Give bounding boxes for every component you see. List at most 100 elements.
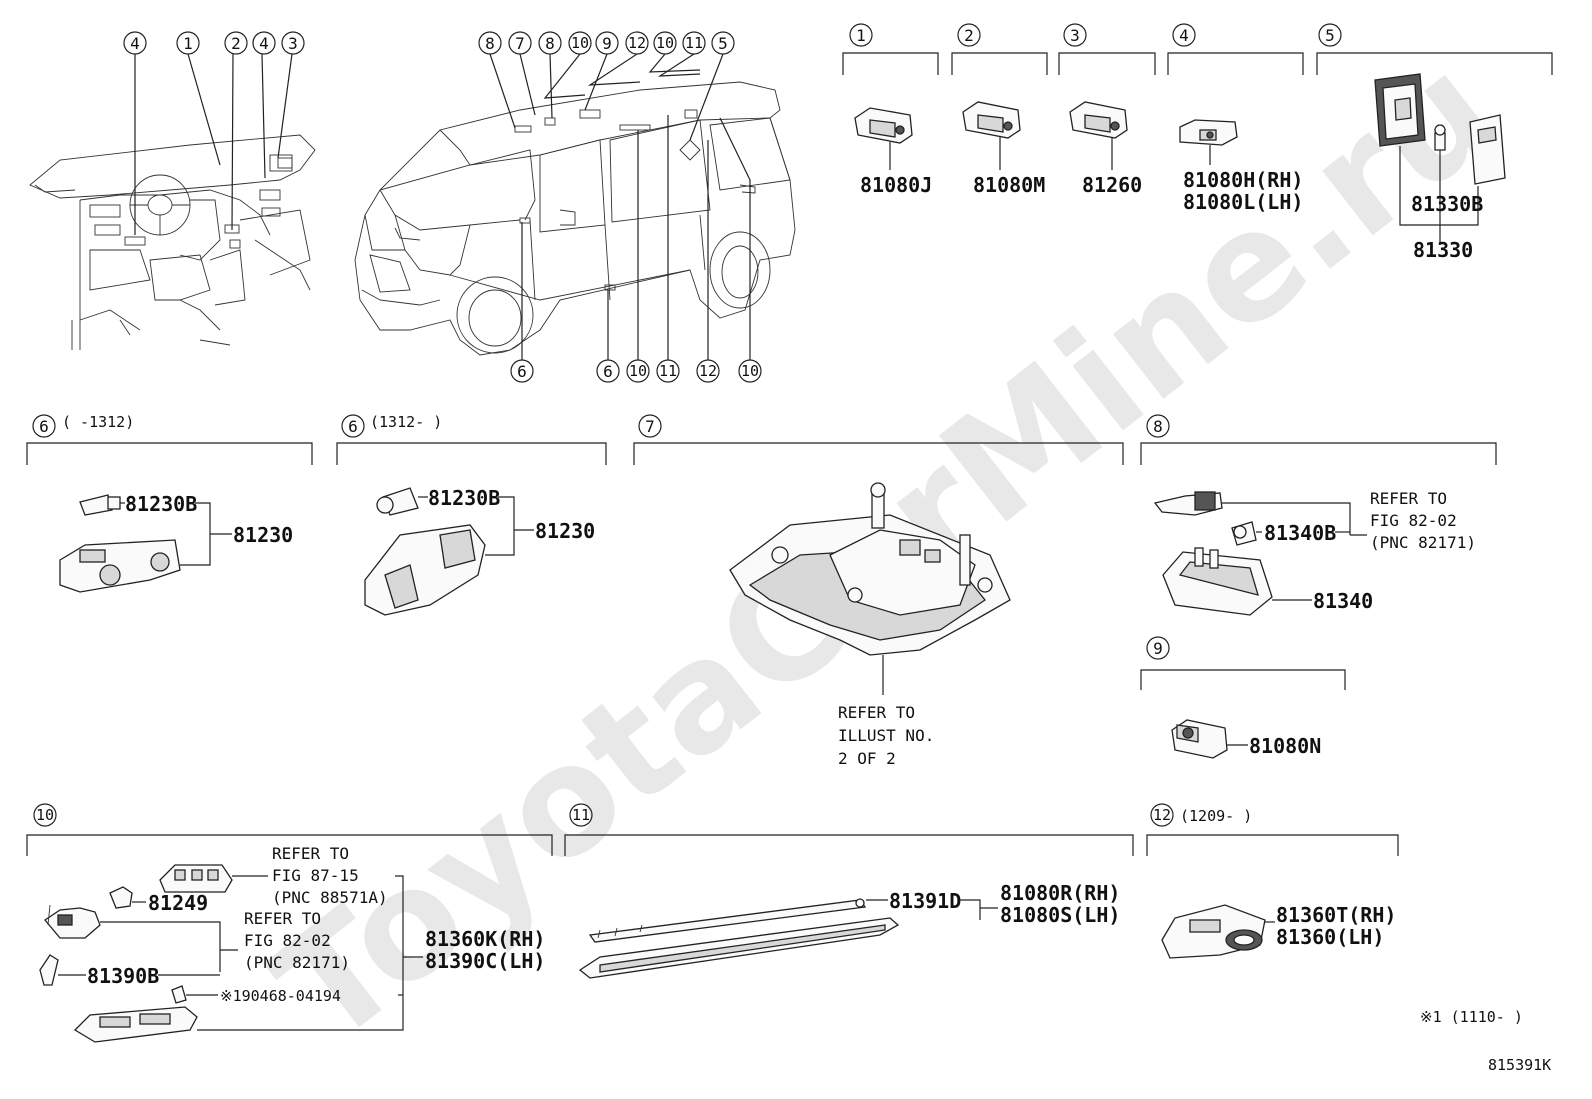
clip-81249-icon (109, 886, 133, 909)
svg-text:2 OF 2: 2 OF 2 (838, 749, 896, 768)
group-6a: 6 ( -1312) 81230B 81230 (26, 413, 313, 593)
svg-text:( -1312): ( -1312) (62, 413, 134, 431)
svg-text:81080L(LH): 81080L(LH) (1183, 190, 1303, 214)
callout-dash-3: 3 (281, 31, 305, 55)
callout-van-5: 5 (711, 31, 735, 55)
svg-text:10: 10 (629, 362, 647, 380)
svg-text:81330B: 81330B (1411, 192, 1483, 216)
svg-text:6: 6 (348, 417, 358, 436)
svg-text:REFER TO: REFER TO (244, 909, 321, 928)
svg-text:6: 6 (603, 362, 613, 381)
door-courtesy-lamp-81330-icon (1374, 73, 1506, 185)
svg-text:6: 6 (517, 362, 527, 381)
callout-van-10c: 10 (626, 359, 650, 383)
callout-dash-4a: 4 (123, 31, 147, 55)
svg-text:81230B: 81230B (428, 486, 500, 510)
callout-dash-4b: 4 (252, 31, 276, 55)
svg-text:10: 10 (656, 34, 674, 52)
svg-text:3: 3 (1070, 26, 1080, 45)
svg-text:REFER TO: REFER TO (272, 844, 349, 863)
interior-lamp-81230-icon (59, 539, 181, 593)
dashboard-leader-lines (134, 53, 293, 235)
svg-text:81080J: 81080J (860, 173, 932, 197)
svg-text:FIG 82-02: FIG 82-02 (244, 931, 331, 950)
svg-text:6: 6 (39, 417, 49, 436)
socket-harness-icon (44, 904, 101, 939)
svg-text:※190468-04194: ※190468-04194 (220, 987, 341, 1005)
group-3: 3 81260 (1058, 23, 1156, 197)
svg-text:12: 12 (699, 362, 717, 380)
callout-dash-1: 1 (176, 31, 200, 55)
callout-van-8b: 8 (538, 31, 562, 55)
svg-text:11: 11 (659, 362, 677, 380)
callout-van-11: 11 (682, 31, 706, 55)
svg-text:(PNC 82171): (PNC 82171) (1370, 533, 1476, 552)
svg-text:81249: 81249 (148, 891, 208, 915)
callout-van-11b: 11 (656, 359, 680, 383)
callout-van-6a: 6 (510, 359, 534, 383)
svg-text:81360(LH): 81360(LH) (1276, 925, 1384, 949)
van-leader-lines (489, 53, 751, 360)
svg-text:7: 7 (515, 34, 525, 53)
bulb-81230b-icon (79, 494, 121, 516)
svg-text:81260: 81260 (1082, 173, 1142, 197)
bulb-socket-81080j-icon (854, 107, 913, 144)
svg-text:5: 5 (718, 34, 728, 53)
svg-text:81360T(RH): 81360T(RH) (1276, 903, 1396, 927)
group-6b: 6 (1312- ) 81230B 81230 (336, 413, 607, 616)
overview-callouts: 4 1 2 4 3 8 7 8 10 9 12 10 11 5 6 6 10 1… (123, 31, 762, 383)
svg-text:FIG 82-02: FIG 82-02 (1370, 511, 1457, 530)
group-8: 8 REFER TO FIG 82-02 (PNC 82171) 81340B … (1140, 414, 1497, 616)
svg-text:81230: 81230 (233, 523, 293, 547)
group-11: 11 81391D 81080R(RH) 81080S(LH) (564, 803, 1134, 979)
svg-text:9: 9 (1153, 639, 1163, 658)
svg-text:81080S(LH): 81080S(LH) (1000, 903, 1120, 927)
footnote: ※1 (1110- ) (1420, 1008, 1523, 1026)
svg-text:81080M: 81080M (973, 173, 1045, 197)
group-4: 4 81080H(RH) 81080L(LH) (1167, 23, 1304, 214)
svg-text:1: 1 (856, 26, 866, 45)
svg-text:11: 11 (572, 806, 590, 824)
svg-text:81391D: 81391D (889, 889, 961, 913)
callout-van-12: 12 (625, 31, 649, 55)
svg-text:(PNC 82171): (PNC 82171) (244, 953, 350, 972)
svg-text:10: 10 (741, 362, 759, 380)
group-10: 10 REFER TO FIG 87-15 (PNC 88571A) 81249… (26, 803, 553, 1043)
callout-van-10b: 10 (653, 31, 677, 55)
svg-text:11: 11 (685, 34, 703, 52)
svg-text:10: 10 (36, 806, 54, 824)
bulb-socket-81080n-icon (1171, 719, 1228, 759)
clip-190468-icon (171, 985, 187, 1004)
group-7: 7 REFER TO ILLUST NO. 2 OF 2 (633, 414, 1124, 768)
group-9: 9 81080N (1140, 636, 1346, 759)
svg-text:81340: 81340 (1313, 589, 1373, 613)
svg-text:10: 10 (571, 34, 589, 52)
svg-text:5: 5 (1325, 26, 1335, 45)
bulb-81340b-icon (1231, 521, 1257, 546)
callout-van-10d: 10 (738, 359, 762, 383)
luggage-lamp-81340-icon (1162, 547, 1273, 616)
svg-text:8: 8 (545, 34, 555, 53)
svg-text:7: 7 (645, 417, 655, 436)
group-2: 2 81080M (951, 23, 1048, 197)
svg-text:3: 3 (288, 34, 298, 53)
van-overview-illustration (354, 81, 796, 356)
svg-text:(1312- ): (1312- ) (370, 413, 442, 431)
svg-text:8: 8 (485, 34, 495, 53)
svg-text:REFER TO: REFER TO (838, 703, 915, 722)
bulb-socket-81080h-icon (1179, 119, 1238, 146)
svg-text:4: 4 (130, 34, 140, 53)
svg-text:81080H(RH): 81080H(RH) (1183, 168, 1303, 192)
svg-text:ILLUST NO.: ILLUST NO. (838, 726, 934, 745)
callout-van-12b: 12 (696, 359, 720, 383)
svg-text:4: 4 (259, 34, 269, 53)
switch-88571a-icon (159, 864, 233, 893)
svg-text:81230B: 81230B (125, 492, 197, 516)
svg-text:81390B: 81390B (87, 964, 159, 988)
svg-text:81340B: 81340B (1264, 521, 1336, 545)
svg-text:REFER TO: REFER TO (1370, 489, 1447, 508)
svg-text:2: 2 (964, 26, 974, 45)
light-bar-81080r-icon (578, 917, 900, 979)
svg-text:(1209- ): (1209- ) (1180, 807, 1252, 825)
